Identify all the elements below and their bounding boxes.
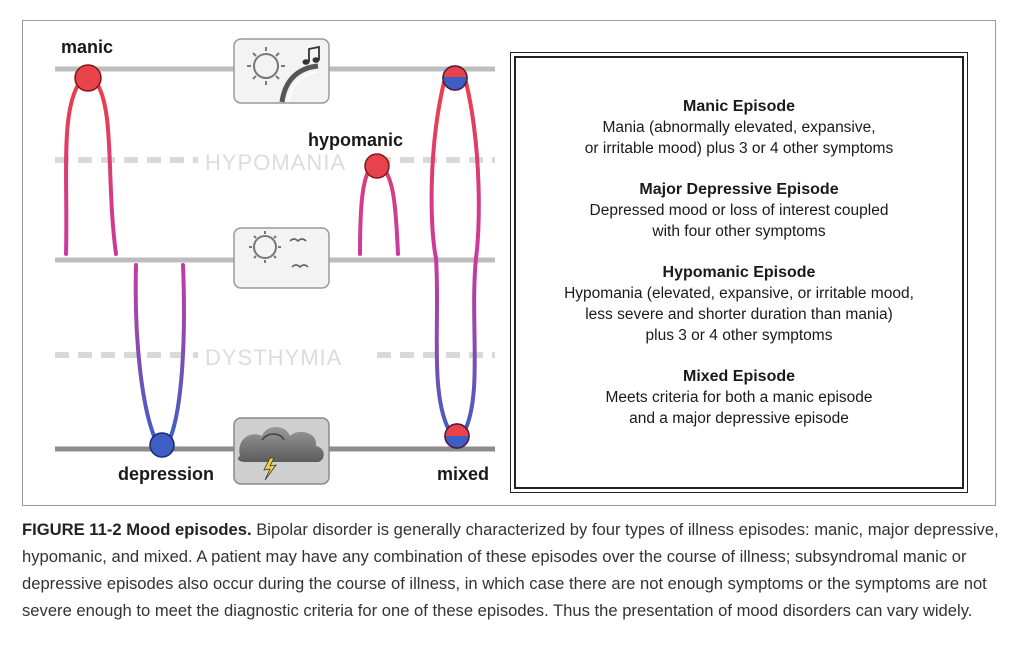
dysthymia-zone-label: DYSTHYMIA xyxy=(205,345,342,370)
manic-episode-curve xyxy=(64,80,118,256)
episode-title: Manic Episode xyxy=(682,98,796,115)
manic-episode-entry: Manic Episode Mania (abnormally elevated… xyxy=(516,96,962,159)
hypomanic-peak-node xyxy=(364,153,390,179)
caption-text: Bipolar disorder is generally characteri… xyxy=(22,520,999,620)
mixed-trough-node xyxy=(444,423,470,449)
sun-music-icon xyxy=(233,38,330,104)
hypomanic-label: hypomanic xyxy=(308,130,403,150)
figure-caption: FIGURE 11-2 Mood episodes. Bipolar disor… xyxy=(22,516,1007,624)
sun-birds-icon xyxy=(233,227,330,289)
episode-title: Mixed Episode xyxy=(682,368,796,385)
manic-peak-node xyxy=(74,64,102,92)
episode-legend-box: Manic Episode Mania (abnormally elevated… xyxy=(510,52,968,493)
depression-label: depression xyxy=(118,464,214,484)
hypomanic-episode-curve xyxy=(358,170,400,256)
hypomania-zone-label: HYPOMANIA xyxy=(205,150,346,175)
major-depressive-episode-entry: Major Depressive Episode Depressed mood … xyxy=(516,179,962,242)
episode-description: Hypomania (elevated, expansive, or irrit… xyxy=(564,285,914,344)
mixed-label: mixed xyxy=(437,464,489,484)
episode-description: Depressed mood or loss of interest coupl… xyxy=(589,202,889,240)
hypomanic-episode-entry: Hypomanic Episode Hypomania (elevated, e… xyxy=(516,262,962,346)
depression-episode-curve xyxy=(133,263,186,438)
episode-title: Hypomanic Episode xyxy=(662,264,816,281)
depression-trough-node xyxy=(149,432,175,458)
episode-title: Major Depressive Episode xyxy=(639,181,839,198)
manic-label: manic xyxy=(61,37,113,57)
mixed-episode-entry: Mixed Episode Meets criteria for both a … xyxy=(516,366,962,429)
mixed-peak-node xyxy=(442,65,468,91)
mixed-episode-curve xyxy=(429,80,481,430)
storm-cloud-icon xyxy=(233,417,330,485)
episode-description: Meets criteria for both a manic episode … xyxy=(605,389,873,427)
caption-title: FIGURE 11-2 Mood episodes. xyxy=(22,520,252,539)
episode-description: Mania (abnormally elevated, expansive, o… xyxy=(584,119,894,157)
